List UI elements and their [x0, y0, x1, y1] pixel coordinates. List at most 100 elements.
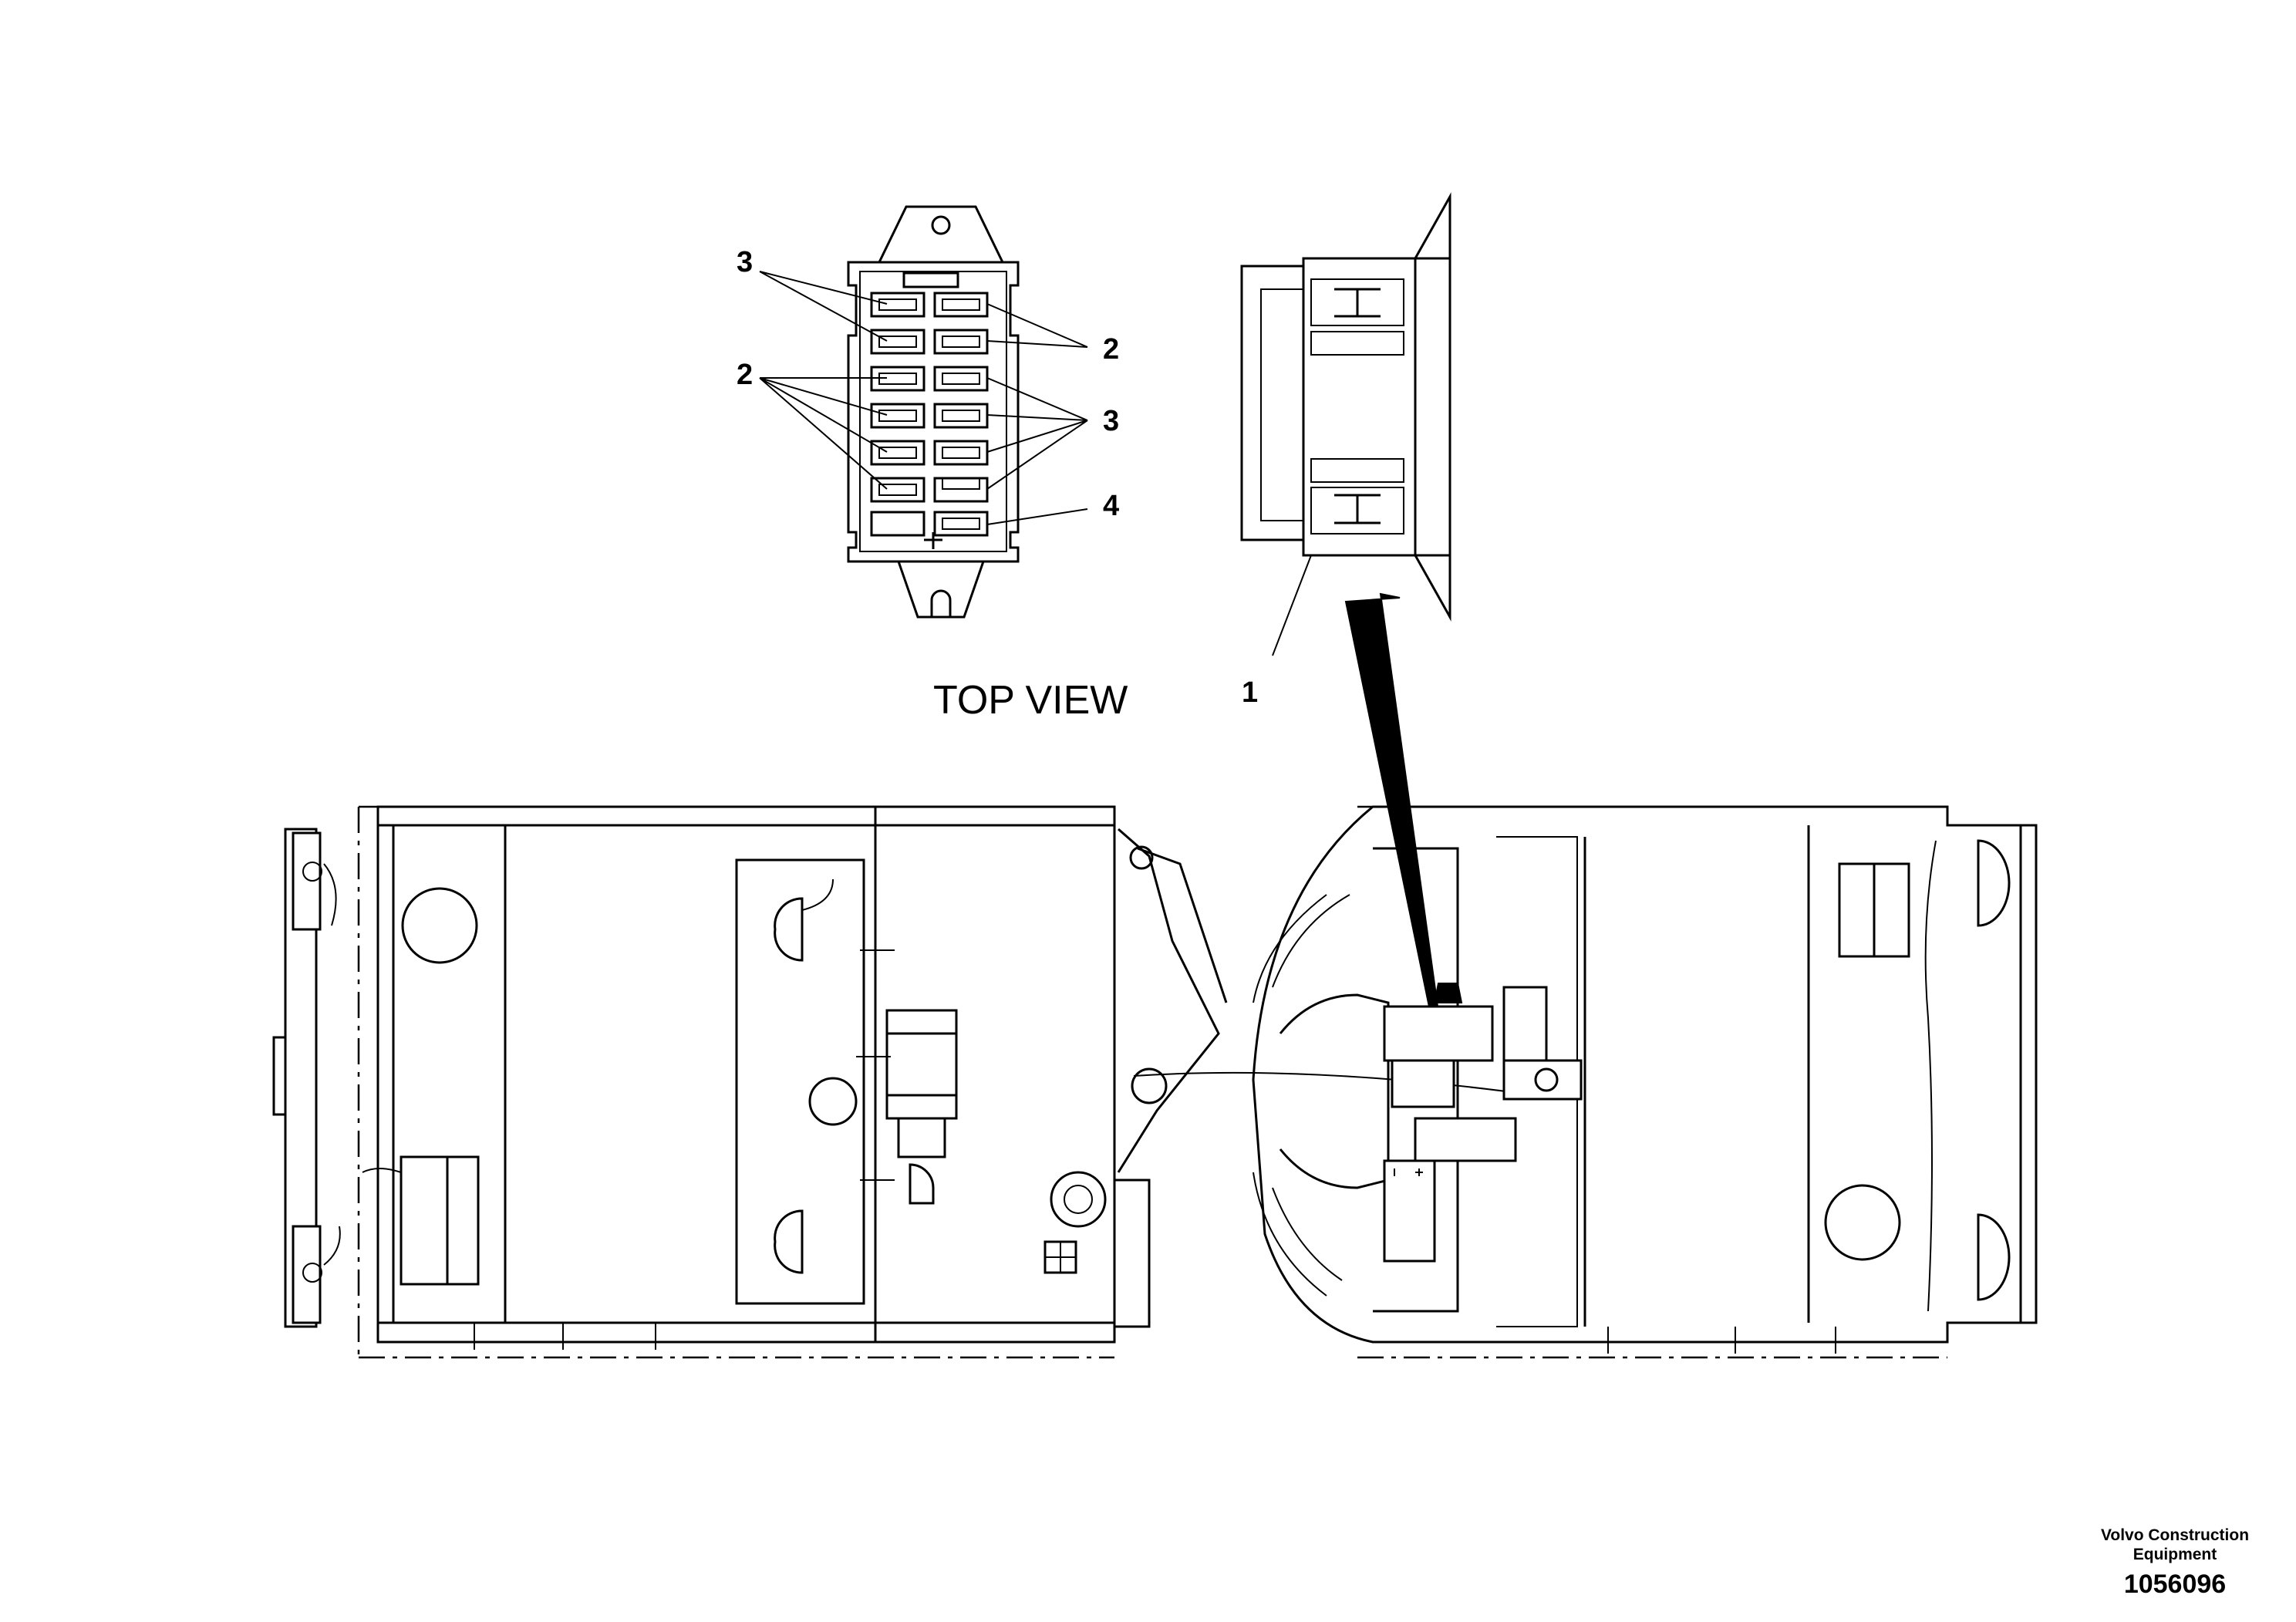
fuse-element [942, 298, 980, 311]
fuse-box-inner-outline [859, 271, 1007, 552]
valve-block-cross [1045, 1242, 1076, 1273]
battery-box [400, 1155, 480, 1286]
lamp-wire [801, 878, 834, 911]
mounting-slot [930, 589, 952, 617]
rear-bracket [1114, 1179, 1151, 1328]
fuse-element [878, 336, 917, 348]
side-view-cover-inner [1260, 288, 1303, 521]
fuse-element [942, 518, 980, 530]
filler-cap [808, 1077, 858, 1126]
fuse-element [942, 477, 980, 490]
fuse-row-6 [870, 477, 989, 503]
battery-terminals [1394, 1168, 1423, 1176]
fuel-cap [401, 887, 478, 964]
leader-4 [986, 508, 1088, 525]
light-lens [302, 1263, 322, 1283]
articulation-cylinder [1117, 828, 1220, 1173]
cab-arc-inner [1272, 894, 1350, 1281]
plus-mark [924, 532, 942, 549]
light-lens [302, 862, 322, 882]
leader-3-right [986, 377, 1088, 490]
ignition-switch [1534, 1067, 1559, 1092]
frame-clips [474, 1323, 656, 1350]
fuse [870, 403, 925, 429]
front-right-light [1977, 1213, 2011, 1301]
top-view-caption: TOP VIEW [933, 678, 1128, 723]
operator-seat [1279, 993, 1390, 1189]
side-view-i-bottom [1334, 494, 1381, 524]
cab-outline [1373, 847, 1459, 1313]
side-view-body [1302, 257, 1417, 557]
fuse [870, 477, 925, 503]
callout-4: 4 [1103, 490, 1119, 522]
side-view-clip-top [1310, 278, 1404, 326]
fuse-box-label-slot [902, 271, 959, 288]
fuse-element [942, 373, 980, 385]
switch-panel [1502, 1059, 1583, 1101]
side-view-cover [1240, 265, 1303, 541]
battery-panel [1383, 1159, 1436, 1263]
hydraulic-tank-cap-inner [1064, 1185, 1093, 1214]
rear-right-light [292, 1225, 322, 1324]
control-module [1391, 1059, 1455, 1108]
fuse [870, 329, 925, 355]
harness-wire [1133, 1071, 1536, 1096]
exhaust-pipe [897, 1117, 946, 1158]
fuse-row-4 [870, 403, 989, 429]
location-pointer-arrow [1344, 592, 1440, 1016]
exhaust-elbow [909, 1163, 935, 1205]
rear-frame-rails [378, 824, 1114, 1324]
callout-2-left: 2 [737, 359, 753, 391]
fuse-element [942, 410, 980, 422]
air-cleaner-bands [887, 1032, 956, 1097]
rear-frame-outline [376, 805, 1116, 1344]
front-filler-cap [1824, 1184, 1901, 1261]
hydraulic-tank-cap [1050, 1171, 1107, 1228]
side-view-clip-bottom [1310, 487, 1404, 534]
light-wiring [323, 863, 341, 1266]
front-frame-outline [1252, 805, 2038, 1344]
front-frame [1133, 805, 2038, 1359]
callout-3-left: 3 [737, 246, 753, 278]
cab-arc [1253, 894, 1327, 1297]
callout-1: 1 [1242, 676, 1258, 709]
front-harness [1924, 840, 1937, 1312]
fuse-row-7 [870, 511, 989, 537]
leader-2-left [759, 377, 888, 490]
leader-3-left [759, 271, 888, 342]
callout-2-right: 2 [1103, 333, 1119, 366]
machine-top-view [272, 805, 2038, 1359]
fuse-element [942, 447, 980, 459]
fuse-element [878, 447, 917, 459]
footer: Volvo Construction Equipment 1056096 [2101, 1526, 2249, 1599]
rear-left-light [292, 831, 322, 931]
fuse [933, 440, 989, 466]
rear-light-bar [284, 828, 318, 1328]
fuse-element [878, 298, 917, 311]
front-frame-clips [1607, 1327, 1836, 1354]
fuse [933, 403, 989, 429]
fuse-element [878, 484, 917, 496]
fuse-box-bottom-tab [897, 561, 985, 619]
console-panel [1414, 1117, 1517, 1162]
fuse [870, 292, 925, 318]
rear-frame [272, 805, 1228, 1359]
rear-lamp-upper [774, 897, 804, 962]
rear-hitch [272, 1036, 287, 1116]
fuse-row-5 [870, 440, 989, 466]
fuse-row-2 [870, 329, 989, 355]
hose-clips [856, 949, 895, 1181]
company-name-line1: Volvo Construction [2101, 1526, 2249, 1544]
side-view-brackets [1414, 192, 1451, 622]
fuse-box-location-marker [1433, 983, 1463, 1003]
instrument-box [1502, 986, 1548, 1062]
fuse-element [942, 336, 980, 348]
company-name-line2: Equipment [2133, 1546, 2217, 1563]
fuse [870, 440, 925, 466]
pivot-pin [1129, 845, 1154, 870]
side-view-rib [1310, 331, 1404, 356]
battery-cable [362, 1168, 402, 1173]
part-number: 1056096 [2124, 1570, 2226, 1599]
fuse-box-top-tab [878, 205, 1004, 263]
